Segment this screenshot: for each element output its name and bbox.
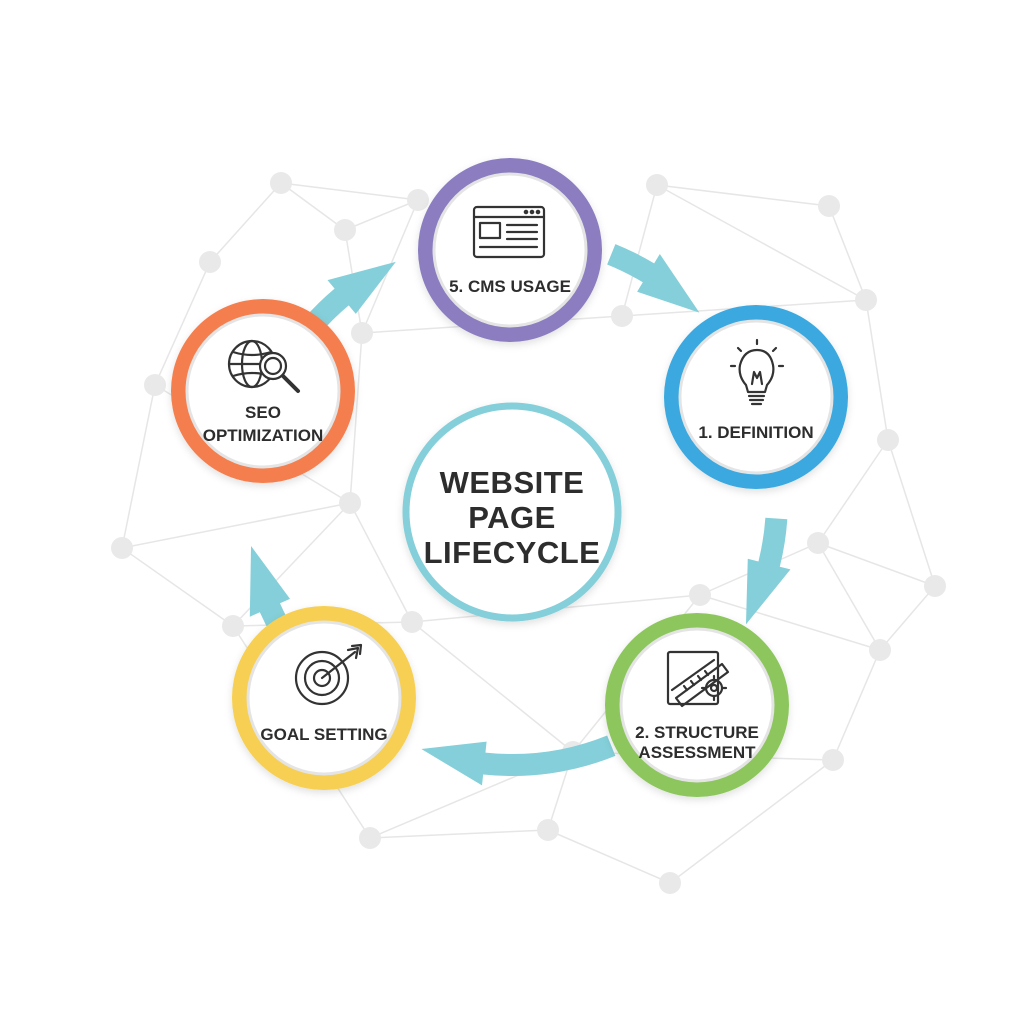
network-node — [111, 537, 133, 559]
stage-face — [432, 172, 588, 328]
stage-label-line-1: 1. DEFINITION — [698, 423, 813, 442]
network-link — [828, 205, 867, 301]
network-node — [659, 872, 681, 894]
network-link — [865, 299, 889, 441]
network-node — [144, 374, 166, 396]
network-link — [121, 384, 156, 549]
stage-seo-optimization: SEO OPTIMIZATION — [171, 299, 355, 483]
network-link — [121, 502, 351, 549]
network-link — [280, 182, 419, 201]
network-link — [209, 182, 282, 263]
browser-window-icon — [472, 205, 546, 259]
center-ring — [402, 402, 622, 622]
network-link — [121, 547, 234, 627]
network-link — [411, 621, 574, 753]
arrow-definition-to-structure — [745, 517, 791, 625]
network-node — [222, 615, 244, 637]
network-link — [879, 585, 936, 651]
network-link — [349, 502, 413, 623]
network-node — [339, 492, 361, 514]
network-link — [621, 184, 658, 317]
stage-face — [185, 313, 341, 469]
network-link — [547, 829, 671, 884]
stage-label-line-2: ASSESSMENT — [638, 743, 756, 762]
network-node — [359, 827, 381, 849]
arrow-structure-to-goal — [421, 735, 616, 786]
network-link — [832, 649, 881, 761]
arrow-cms-to-definition — [607, 244, 700, 313]
network-link — [817, 439, 889, 544]
network-link — [369, 829, 549, 839]
network-link — [817, 542, 936, 587]
network-node — [351, 322, 373, 344]
center-title-line-3: LIFECYCLE — [424, 535, 601, 570]
stage-cms-usage: 5. CMS USAGE — [418, 158, 602, 342]
network-node — [924, 575, 946, 597]
stage-label-line-1: SEO — [245, 403, 281, 422]
center-title-line-1: WEBSITE — [440, 465, 585, 500]
network-node — [822, 749, 844, 771]
network-node — [877, 429, 899, 451]
stage-structure-assessment: 2. STRUCTURE ASSESSMENT — [605, 613, 789, 797]
network-node — [689, 584, 711, 606]
stage-label-line-1: 2. STRUCTURE — [635, 723, 759, 742]
network-link — [699, 594, 881, 651]
center-title-line-2: PAGE — [468, 500, 556, 535]
stage-label-line-2: OPTIMIZATION — [203, 426, 324, 445]
center-node: WEBSITE PAGE LIFECYCLE — [402, 402, 622, 622]
network-node — [818, 195, 840, 217]
network-link — [280, 182, 346, 231]
stage-label-line-1: 5. CMS USAGE — [449, 277, 571, 296]
network-link — [154, 261, 211, 386]
network-link — [656, 184, 830, 207]
network-node — [646, 174, 668, 196]
network-node — [199, 251, 221, 273]
network-node — [869, 639, 891, 661]
lightbulb-icon — [729, 338, 785, 406]
network-node — [855, 289, 877, 311]
network-link — [656, 184, 867, 301]
network-link — [344, 199, 419, 231]
network-link — [669, 759, 834, 884]
network-node — [611, 305, 633, 327]
network-node — [334, 219, 356, 241]
network-link — [349, 332, 363, 504]
network-link — [817, 542, 881, 651]
stage-definition: 1. DEFINITION — [664, 305, 848, 489]
stage-label-line-1: GOAL SETTING — [260, 725, 387, 744]
network-node — [407, 189, 429, 211]
network-node — [270, 172, 292, 194]
globe-magnifier-icon — [227, 339, 300, 393]
network-node — [537, 819, 559, 841]
stage-face — [246, 620, 402, 776]
stage-goal-setting: GOAL SETTING — [232, 606, 416, 790]
network-link — [887, 439, 936, 587]
blueprint-gear-icon — [666, 650, 730, 708]
network-node — [807, 532, 829, 554]
network-node — [401, 611, 423, 633]
target-arrow-icon — [294, 643, 363, 706]
